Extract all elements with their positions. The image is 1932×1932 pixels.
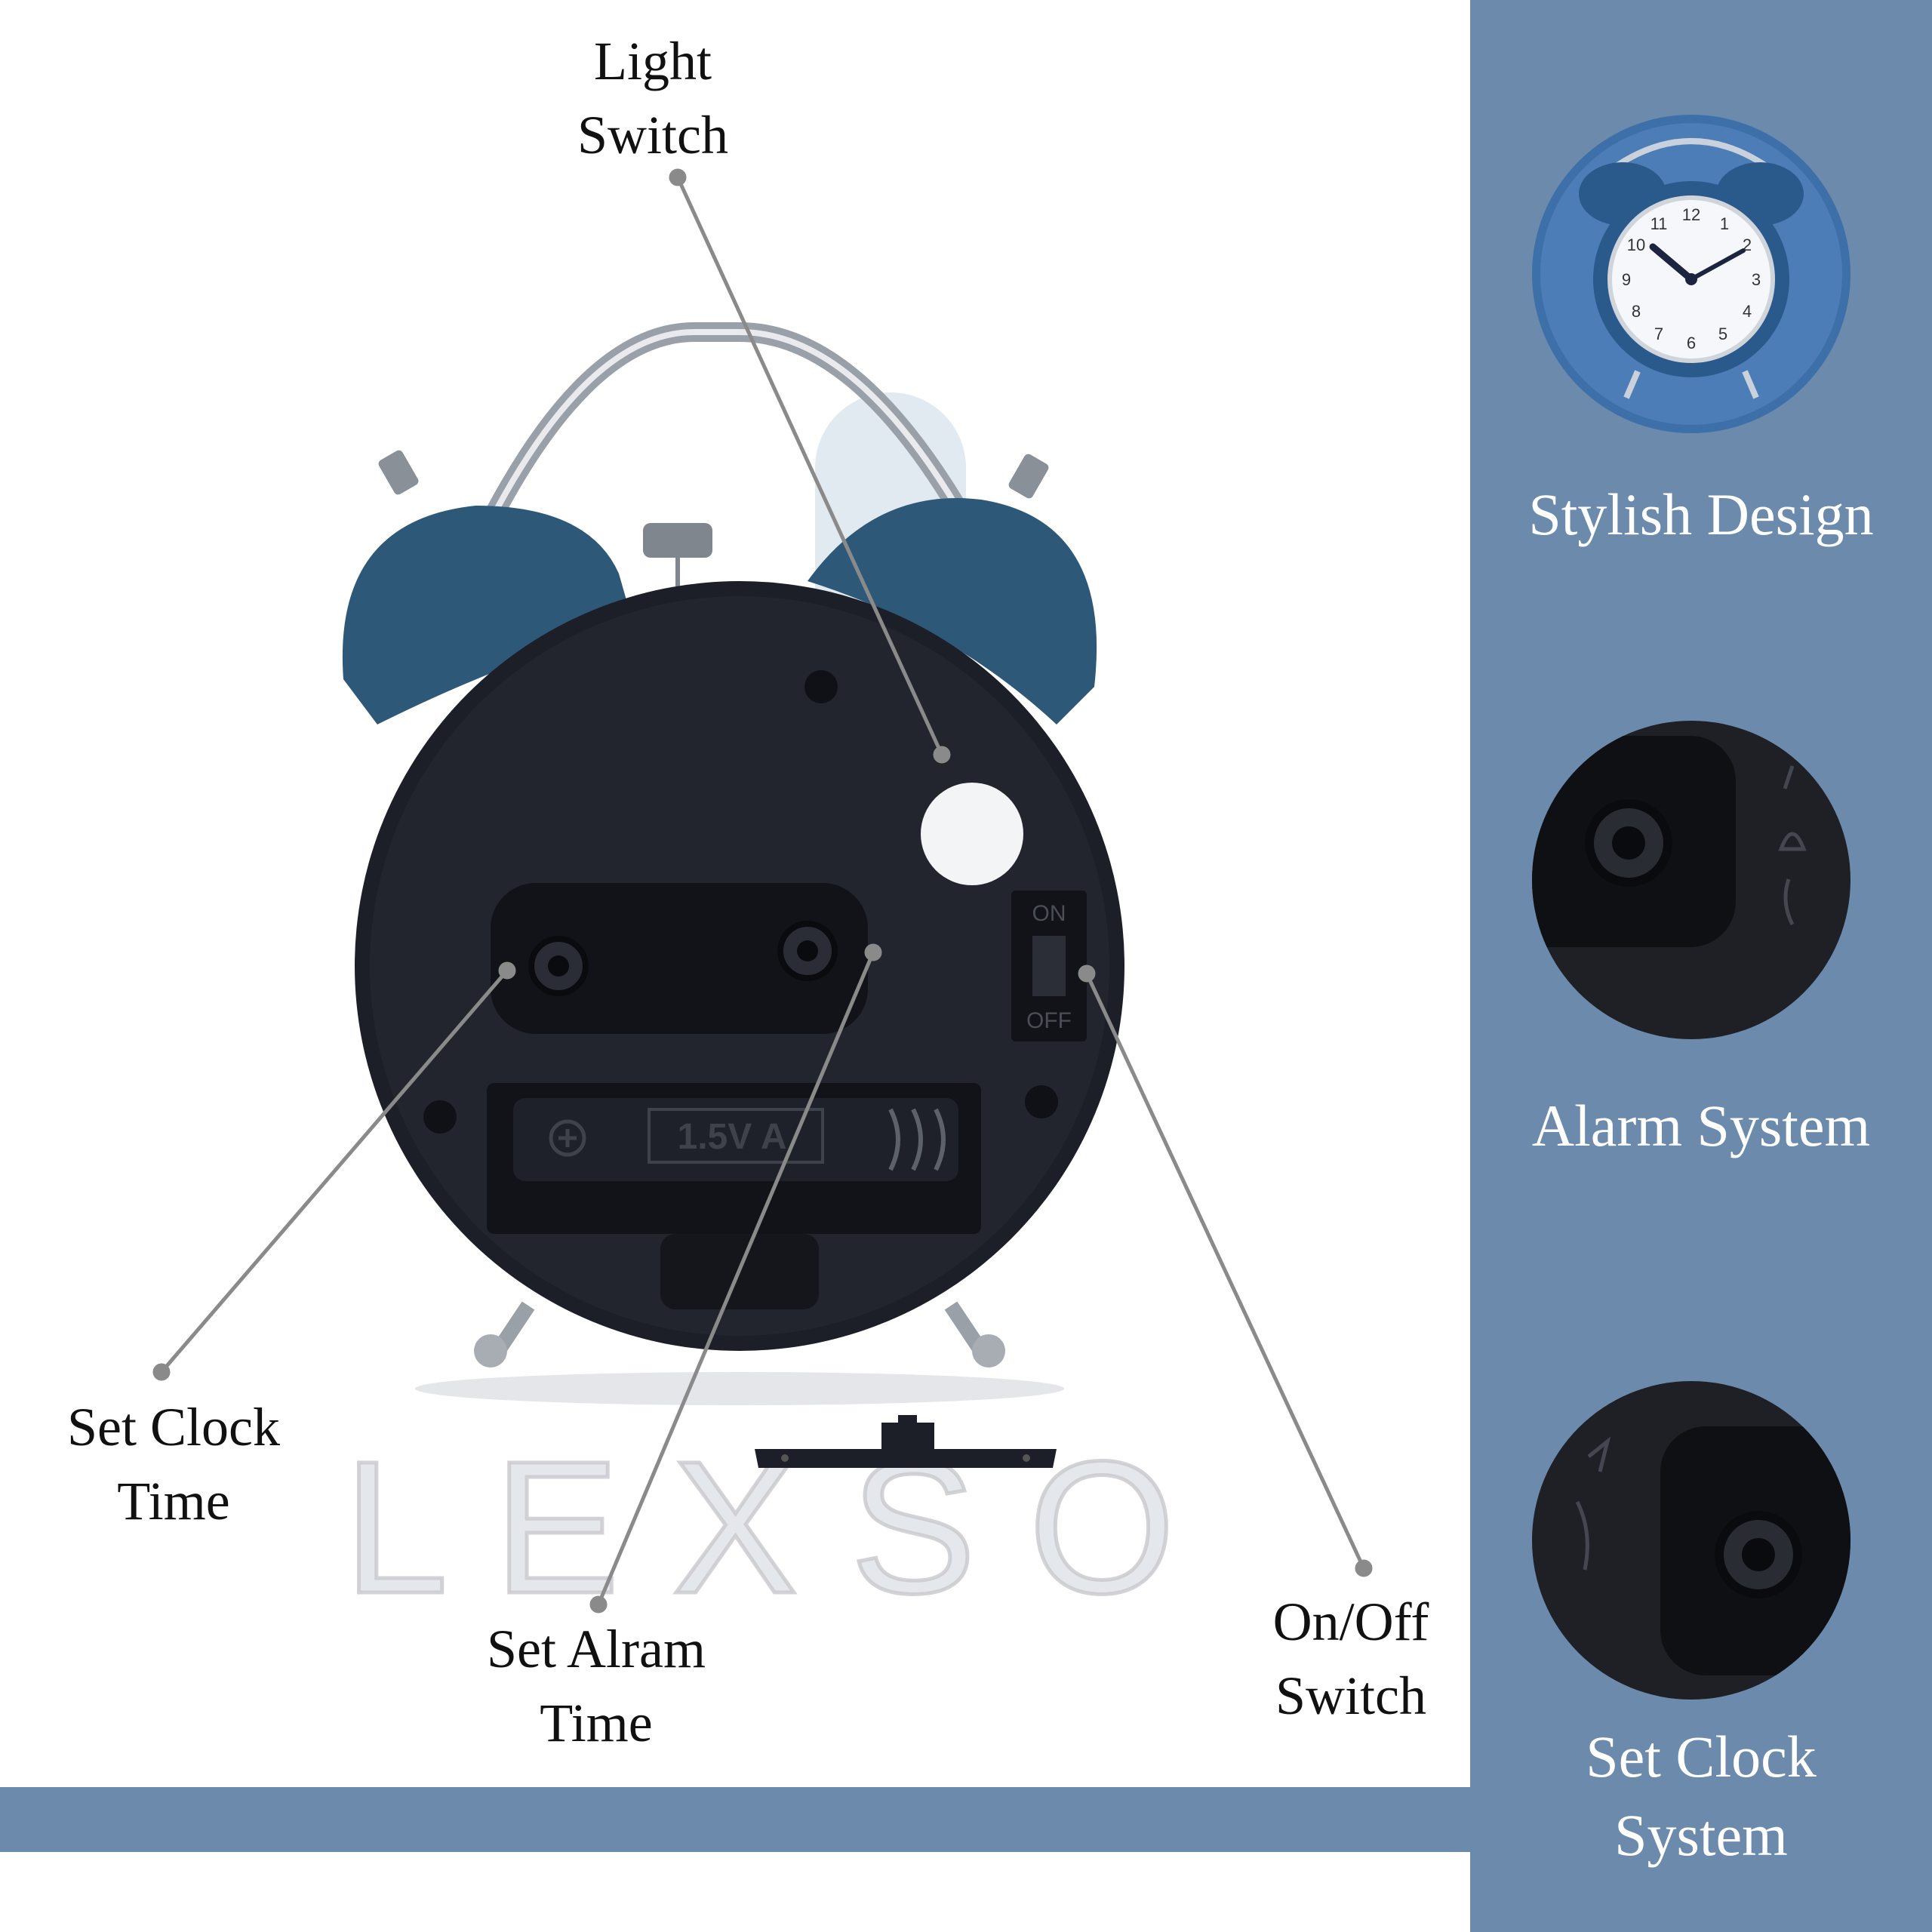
svg-text:5: 5 — [1718, 325, 1727, 343]
right-bell — [808, 497, 1097, 724]
svg-text:9: 9 — [1622, 270, 1631, 289]
svg-text:11: 11 — [1651, 214, 1668, 233]
set-alarm-knob — [777, 921, 838, 981]
svg-text:7: 7 — [1654, 325, 1663, 343]
feature-label-alarm-system: Alarm System — [1531, 1093, 1871, 1158]
callout-set-clock-time: Set Clock Time — [67, 1397, 280, 1531]
feature-label-stylish-design: Stylish Design — [1528, 481, 1874, 547]
svg-text:3: 3 — [1752, 270, 1761, 289]
bottom-accent-band — [0, 1787, 1470, 1852]
clock-back-image: ON OFF 1.5V A — [342, 322, 1124, 1405]
callout-lines — [152, 168, 1373, 1614]
switch-off-label: OFF — [1026, 1008, 1072, 1033]
thumb-set-clock-system — [1532, 1381, 1850, 1700]
clock-hammer — [643, 523, 712, 558]
set-clock-knob — [528, 936, 589, 996]
battery-cover-piece — [755, 1415, 1057, 1468]
svg-text:10: 10 — [1627, 235, 1645, 254]
battery-label: 1.5V A — [678, 1117, 787, 1157]
light-switch-button — [921, 783, 1023, 885]
svg-text:1: 1 — [1720, 214, 1729, 233]
left-bell — [342, 506, 634, 724]
feature-label-set-clock-system: Set Clock System — [1586, 1724, 1817, 1868]
callout-on-off-switch: On/Off Switch — [1272, 1592, 1429, 1726]
svg-text:4: 4 — [1743, 302, 1752, 321]
switch-on-label: ON — [1032, 901, 1066, 926]
callout-light-switch: Light Switch — [577, 31, 728, 165]
svg-text:12: 12 — [1682, 205, 1700, 224]
svg-text:6: 6 — [1687, 334, 1696, 352]
callout-set-alarm-time: Set Alram Time — [487, 1619, 706, 1753]
svg-text:8: 8 — [1632, 302, 1641, 321]
thumb-alarm-system — [1532, 721, 1850, 1039]
clock-feet — [474, 1301, 1005, 1367]
